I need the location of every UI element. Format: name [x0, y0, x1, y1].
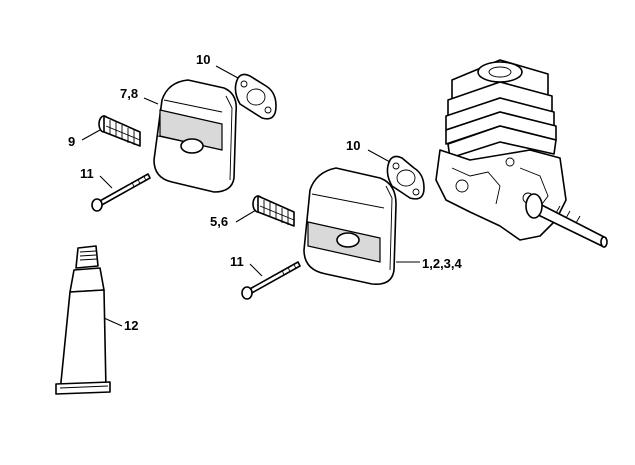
callout-gasket-mid: 10	[346, 138, 360, 153]
gasket-top	[234, 73, 277, 120]
spark-screen-mid	[252, 195, 295, 227]
spark-screen-top	[98, 115, 141, 147]
engine-assembly	[435, 59, 608, 248]
callout-muffler-top: 7,8	[120, 86, 138, 101]
gasket-mid	[386, 155, 425, 200]
callout-screen-top: 9	[68, 134, 75, 149]
callout-screw-top: 11	[80, 166, 94, 181]
muffler-top	[153, 79, 238, 193]
callout-muffler-mid: 1,2,3,4	[422, 256, 463, 271]
cylinder-fins	[445, 59, 557, 159]
callout-screw-bottom: 11	[230, 254, 244, 269]
crankcase	[435, 149, 567, 241]
drive-shaft	[525, 193, 608, 248]
callout-gasket-top: 10	[196, 52, 210, 67]
screw-top	[91, 173, 151, 212]
sealant-tube	[55, 245, 111, 395]
muffler-mid	[303, 167, 397, 286]
screw-bottom	[241, 261, 301, 300]
callout-tube: 12	[124, 318, 138, 333]
callout-screen-mid: 5,6	[210, 214, 228, 229]
